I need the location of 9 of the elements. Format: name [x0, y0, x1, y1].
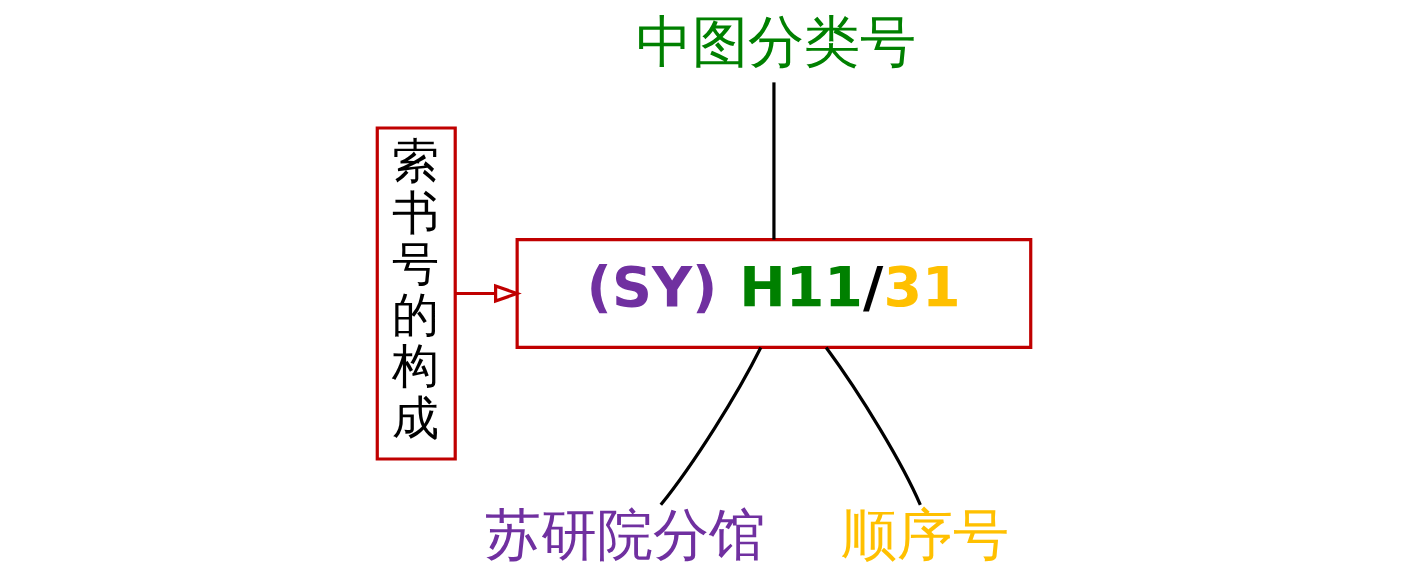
connector — [772, 82, 776, 240]
node-box: (SY) H11/31 — [515, 238, 1033, 350]
node-text: 苏研院分馆 — [485, 501, 766, 567]
arrow — [455, 283, 522, 304]
node-box: 索书号的构成 — [375, 126, 457, 461]
connector — [659, 346, 763, 506]
node-text: 中图分类号 — [635, 9, 916, 75]
connector — [824, 346, 922, 506]
node-text: 顺序号 — [841, 501, 1010, 567]
